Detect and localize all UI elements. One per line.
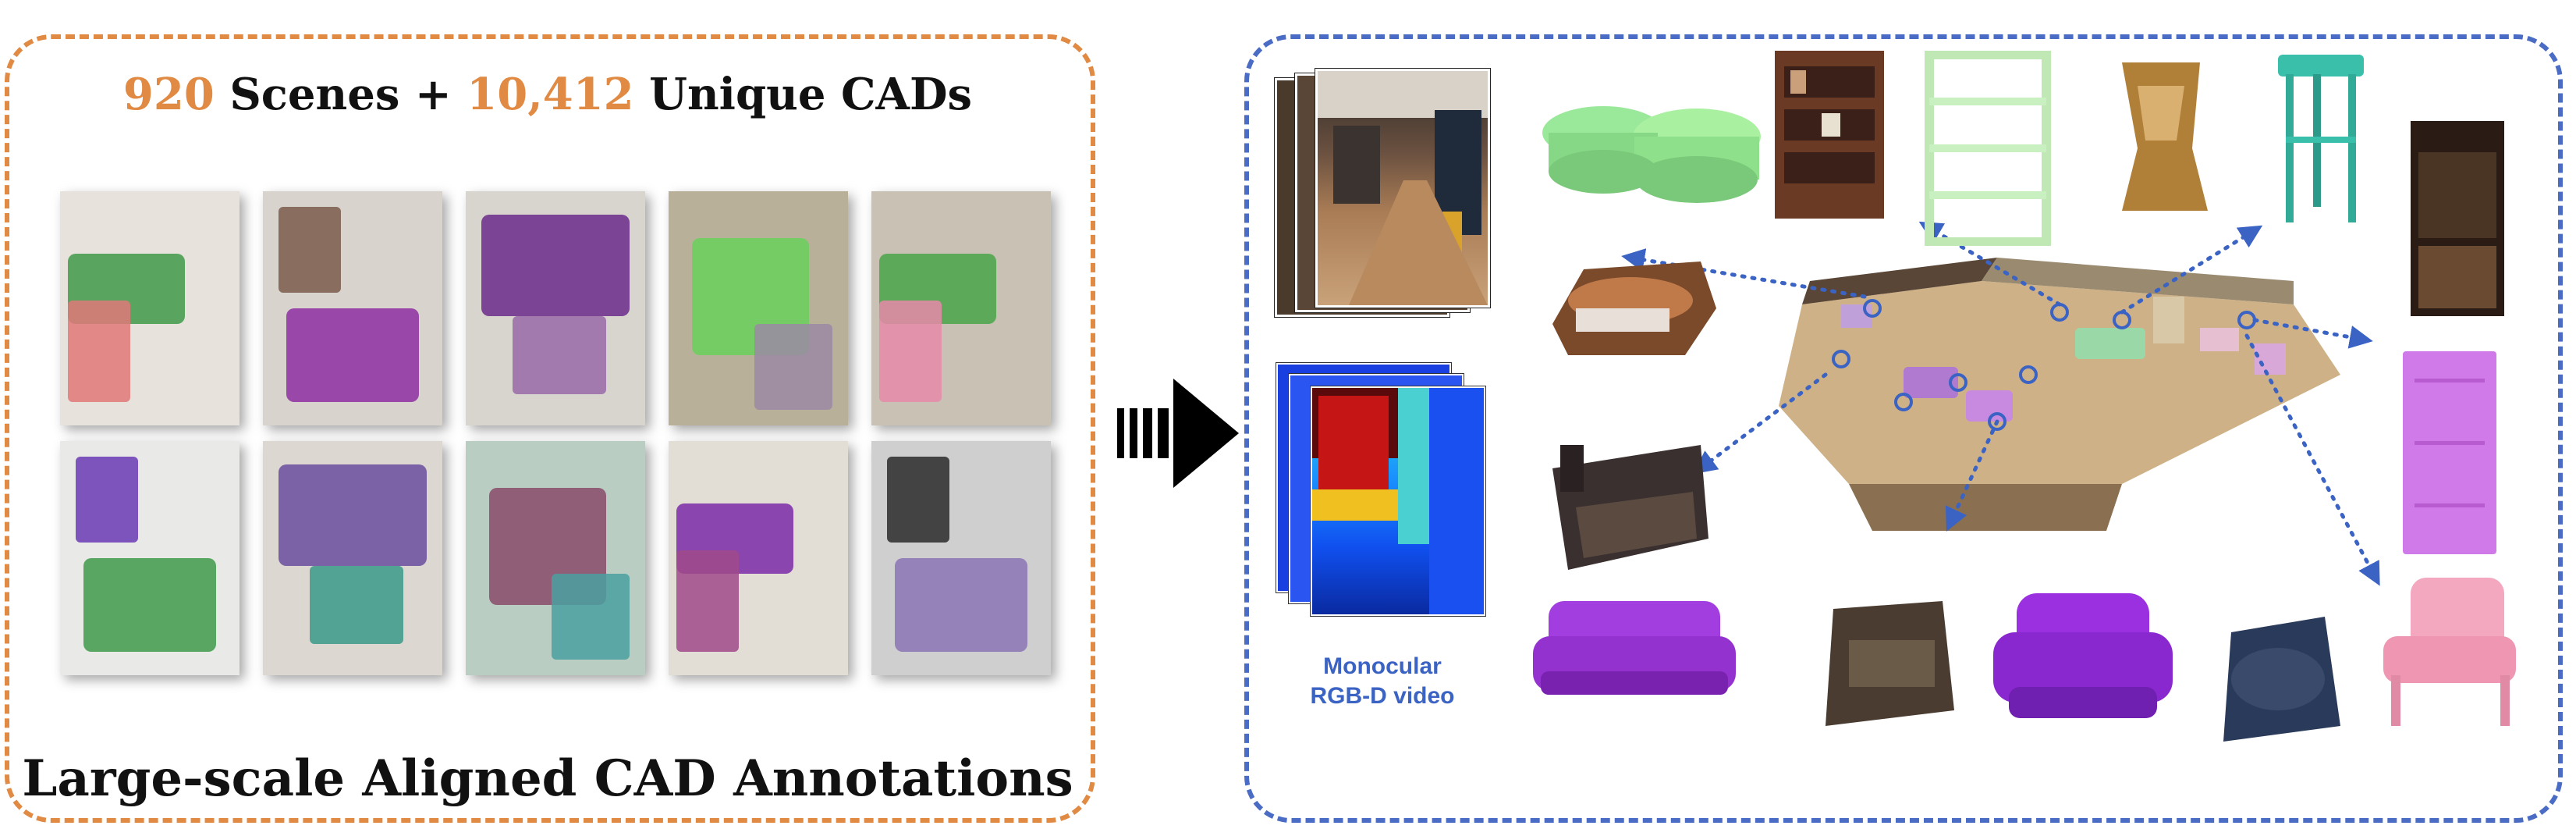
- cad-overlay-secondary: [76, 457, 138, 543]
- armchair-scan-left: [1537, 246, 1724, 363]
- reconstruction-panel: [1244, 34, 2563, 823]
- purple-sofa-cad: [1533, 593, 1736, 710]
- dark-cabinet-scan: [2403, 121, 2512, 324]
- depth-frame-front: [1311, 386, 1485, 616]
- thumb-two-purple-armchairs: [466, 191, 645, 425]
- cad-overlay-secondary: [68, 301, 130, 402]
- cad-overlay-primary: [286, 308, 419, 402]
- cad-overlay-primary: [895, 558, 1027, 652]
- thumb-dining-table-chairs: [60, 191, 240, 425]
- video-frame-front: [1315, 69, 1490, 308]
- rgb-video-frames: [1275, 69, 1495, 365]
- thumb-green-table-pink-chair: [871, 191, 1051, 425]
- scene-count: 920: [122, 69, 215, 120]
- cad-overlay-secondary: [513, 316, 606, 394]
- pipeline-arrow-icon: [1116, 379, 1240, 488]
- reconstruction-scene: [1513, 47, 2528, 734]
- cad-overlay-primary: [481, 215, 630, 316]
- scene-label: Scenes +: [229, 69, 452, 120]
- lilac-cabinet-cad: [2399, 347, 2500, 558]
- cad-overlay-secondary: [887, 457, 949, 543]
- video-caption: Monocular RGB-D video: [1273, 652, 1492, 711]
- armchair-scan-dark: [1810, 593, 1966, 734]
- cad-overlay-secondary: [676, 550, 739, 652]
- cad-overlay-secondary: [879, 301, 942, 402]
- cad-label: Unique CADs: [649, 69, 973, 120]
- cad-overlay-secondary: [279, 207, 341, 293]
- point-cloud-room: [1779, 258, 2340, 531]
- thumb-purple-sofa-room: [669, 441, 848, 675]
- green-coffee-table-cad: [1541, 94, 1775, 219]
- video-caption-line1: Monocular: [1323, 653, 1442, 679]
- chair-scan-blue: [2208, 609, 2348, 749]
- depth-video-frames: [1276, 363, 1495, 652]
- cad-overlay-primary: [83, 558, 216, 652]
- thumb-living-armchair-cabinet: [263, 191, 442, 425]
- cad-overlay-secondary: [552, 574, 630, 660]
- dataset-stats-headline: 920 Scenes + 10,412 Unique CADs: [0, 69, 1095, 120]
- video-caption-line2: RGB-D video: [1310, 683, 1455, 709]
- cad-overlay-secondary: [310, 566, 403, 644]
- purple-armchair-cad: [1993, 585, 2173, 726]
- thumb-doorway-cabinet: [263, 441, 442, 675]
- correspondence-arrows: [1621, 221, 2380, 586]
- cad-overlay-primary: [279, 464, 427, 566]
- teal-bar-stool-cad: [2266, 51, 2376, 230]
- cad-count: 10,412: [467, 69, 634, 120]
- cad-annotations-panel: [5, 34, 1095, 823]
- sofa-scan-dark: [1545, 422, 1716, 578]
- thumb-kitchen-cabinets: [871, 441, 1051, 675]
- thumb-green-table-top-view: [669, 191, 848, 425]
- cad-overlay-secondary: [754, 324, 832, 410]
- wooden-chair-scan: [2106, 55, 2216, 219]
- pink-armchair-cad: [2372, 574, 2528, 730]
- thumb-mint-room-chair: [466, 441, 645, 675]
- cad-annotations-caption: Large-scale Aligned CAD Annotations: [22, 749, 1073, 808]
- mint-bookshelf-cad: [1923, 51, 2056, 246]
- bookshelf-scan: [1767, 43, 1892, 222]
- thumb-bay-window-table: [60, 441, 240, 675]
